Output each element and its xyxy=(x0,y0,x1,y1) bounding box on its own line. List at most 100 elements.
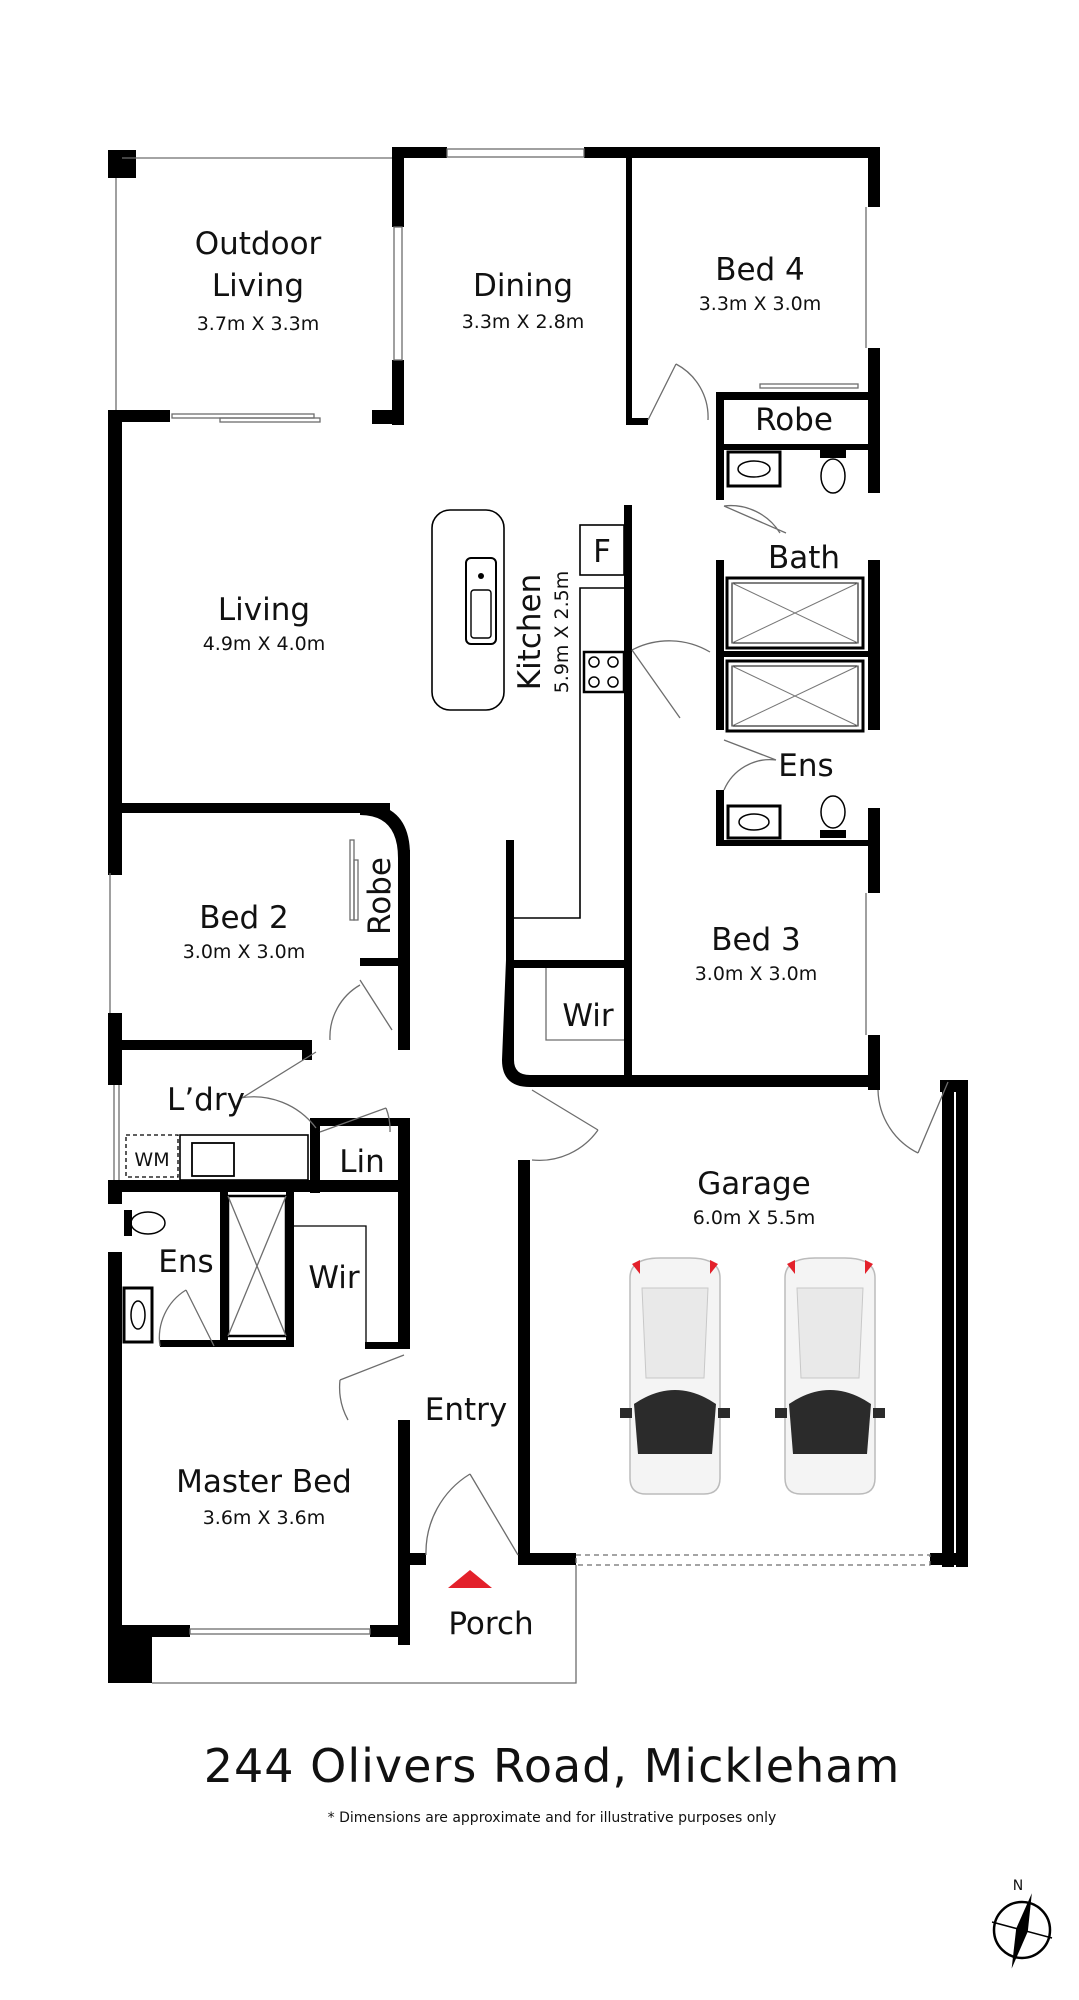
door-bed4 xyxy=(647,363,709,421)
door-bed2 xyxy=(329,979,393,1041)
compass-north-label: N xyxy=(1013,1878,1023,1894)
living-dim: 4.9m X 4.0m xyxy=(203,633,326,655)
wall-bed4-left xyxy=(626,158,632,423)
car-left xyxy=(620,1257,730,1495)
toilet-bath-cistern xyxy=(820,450,846,458)
wall-ens-bottom xyxy=(716,840,880,846)
shower-bed3-x2 xyxy=(731,665,859,727)
entry-label: Entry xyxy=(425,1392,507,1428)
wall-bed2-right xyxy=(398,958,410,1050)
basin-bath xyxy=(737,460,771,478)
wall-porch-post xyxy=(398,1553,426,1565)
burner-4 xyxy=(607,676,619,688)
garage-label: Garage xyxy=(697,1166,811,1202)
wall-dining-top-left xyxy=(392,147,447,158)
fridge-space xyxy=(579,524,625,576)
dining-label: Dining xyxy=(473,268,573,304)
wall-bath-left-upper xyxy=(716,444,724,500)
kitchen-island xyxy=(431,509,505,711)
bed3-label: Bed 3 xyxy=(711,922,801,958)
burner-2 xyxy=(607,656,619,668)
porch-outline xyxy=(152,1565,577,1684)
wall-laundry-left xyxy=(108,1180,122,1204)
slider-robe4 xyxy=(759,383,859,389)
wall-right-ens xyxy=(868,808,880,893)
toilet-master-bowl xyxy=(130,1211,166,1235)
laundry-bench xyxy=(179,1134,309,1181)
bed4-dim: 3.3m X 3.0m xyxy=(699,293,822,315)
wall-bed3-left xyxy=(624,960,632,1082)
master-bed-label: Master Bed xyxy=(176,1464,352,1500)
wall-dining-left-lower xyxy=(392,360,404,425)
laundry-label: L’dry xyxy=(167,1082,245,1118)
porch-label: Porch xyxy=(448,1606,533,1642)
cooktop xyxy=(582,650,626,694)
wall-living-top xyxy=(108,410,170,422)
wall-ens-shower-box xyxy=(220,1192,228,1347)
ens-master-label: Ens xyxy=(158,1244,213,1280)
vanity-ens3 xyxy=(726,804,782,840)
wall-garage-right xyxy=(942,1080,954,1567)
entry-arrow-icon xyxy=(448,1570,492,1588)
living-label: Living xyxy=(218,592,310,628)
burner-3 xyxy=(588,676,600,688)
garage-door xyxy=(575,1554,931,1566)
wm-label: WM xyxy=(134,1149,169,1171)
wir-bed3-shelf xyxy=(545,968,624,1041)
kitchen-sink xyxy=(465,557,497,645)
wir-master-label: Wir xyxy=(308,1260,360,1296)
vanity-bath xyxy=(726,450,782,488)
wall-bed2-top xyxy=(108,803,390,813)
wall-bath-ens-divider xyxy=(716,651,880,657)
wall-robe2-left xyxy=(398,850,410,962)
garage-dim: 6.0m X 5.5m xyxy=(693,1207,816,1229)
outdoor-living-label-1: Outdoor xyxy=(195,226,322,262)
wall-right-top xyxy=(868,147,880,207)
door-garage-side xyxy=(877,1081,949,1154)
ens-bed3-label: Ens xyxy=(778,748,833,784)
walls xyxy=(108,147,968,1683)
window-dining-left xyxy=(393,226,403,361)
wall-ens-shower-right xyxy=(286,1192,294,1347)
outdoor-living-dim: 3.7m X 3.3m xyxy=(197,313,320,335)
bed2-label: Bed 2 xyxy=(199,900,289,936)
wall-laundry-bottom xyxy=(108,1180,410,1192)
room-labels: Outdoor Living 3.7m X 3.3m Dining 3.3m X… xyxy=(134,226,840,1642)
wall-wir-master-bottom xyxy=(365,1342,410,1349)
shower-master xyxy=(226,1194,288,1338)
robe-bed2-label: Robe xyxy=(362,857,398,935)
wall-ens-bottom-a xyxy=(160,1340,294,1347)
dining-dim: 3.3m X 2.8m xyxy=(462,311,585,333)
burner-1 xyxy=(588,656,600,668)
shower-bed3-ens-inner xyxy=(731,665,859,727)
toilet-master-cistern xyxy=(124,1210,132,1236)
door-master xyxy=(338,1354,405,1421)
bath-label: Bath xyxy=(768,540,840,576)
property-address-title: 244 Olivers Road, Mickleham xyxy=(204,1739,901,1793)
bath-tub xyxy=(725,576,865,650)
door-lin xyxy=(319,1107,391,1133)
wall-right-bath xyxy=(868,560,880,730)
wall-bath-left xyxy=(716,560,724,730)
wall-robe-bottom xyxy=(716,444,880,450)
wm-box xyxy=(125,1134,179,1178)
vanity-master xyxy=(122,1286,154,1344)
kitchen-bench xyxy=(508,587,624,919)
linen-label: Lin xyxy=(339,1144,385,1180)
wall-lin-right xyxy=(398,1118,410,1196)
basin-ens3 xyxy=(738,813,770,831)
north-compass-icon: N xyxy=(991,1878,1053,1969)
wall-pantry-stub xyxy=(624,505,630,535)
car-right xyxy=(775,1257,885,1495)
master-bed-dim: 3.6m X 3.6m xyxy=(203,1507,326,1529)
wall-right-robe xyxy=(868,348,880,493)
dimensions-disclaimer: * Dimensions are approximate and for ill… xyxy=(328,1810,777,1826)
wall-laundry-top-stub xyxy=(302,1040,312,1060)
door-ens-master xyxy=(158,1289,215,1347)
wall-robe2-bottom xyxy=(360,958,410,966)
wall-living-left xyxy=(108,410,122,875)
shower-master-x2 xyxy=(227,1195,287,1337)
kitchen-sink-tap xyxy=(478,573,484,579)
window-master-bottom xyxy=(189,1628,371,1635)
wall-master-right-upper xyxy=(398,1420,410,1645)
